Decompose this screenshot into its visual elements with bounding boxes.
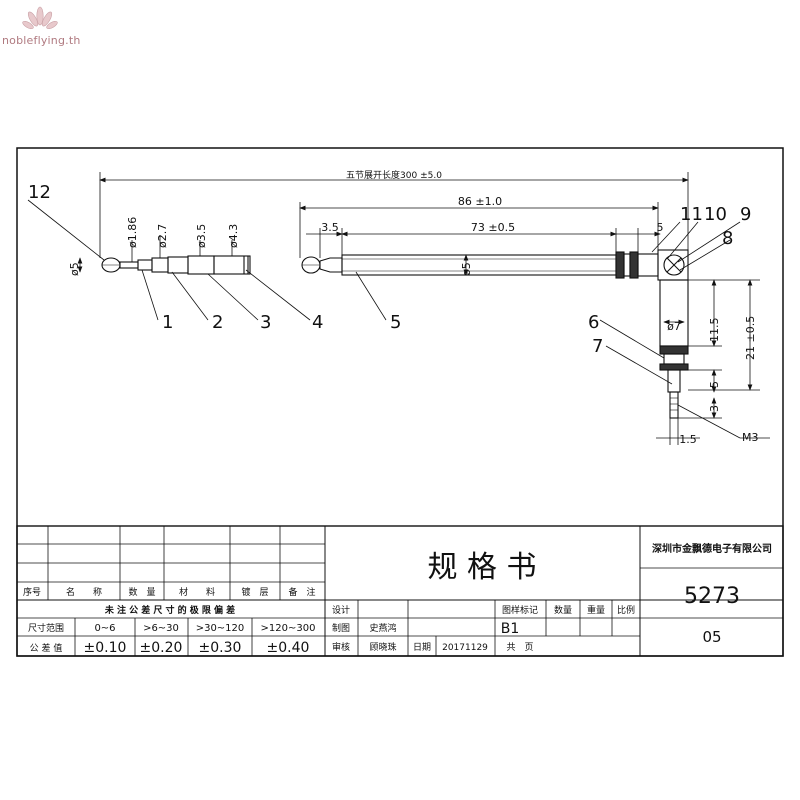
callout-7: 7 bbox=[592, 336, 603, 357]
antenna-collapsed-parts bbox=[101, 255, 251, 275]
tolerance-3: ±0.40 bbox=[267, 640, 310, 656]
callout-5: 5 bbox=[390, 312, 401, 333]
lotus-icon bbox=[22, 6, 58, 30]
antenna-tube bbox=[301, 249, 689, 281]
tolerance-title: 未 注 公 差 尺 寸 的 极 限 偏 差 bbox=[104, 604, 235, 616]
dia-5-left: ø5 bbox=[68, 262, 81, 276]
dim-1-5: 1.5 bbox=[679, 433, 697, 446]
role-draw: 制图 bbox=[332, 622, 350, 634]
part-number: 5273 bbox=[684, 584, 740, 609]
mark-header-weight: 重量 bbox=[587, 604, 605, 616]
dia-1-86: ø1.86 bbox=[126, 217, 139, 248]
callout-2: 2 bbox=[212, 312, 223, 333]
name-draw: 史燕鸿 bbox=[369, 622, 396, 634]
callout-11: 11 bbox=[680, 204, 703, 225]
role-check: 审核 bbox=[332, 641, 350, 653]
tolerance-1: ±0.20 bbox=[140, 640, 183, 656]
name-check: 顾晓珠 bbox=[369, 641, 396, 653]
callout-4: 4 bbox=[312, 312, 323, 333]
dim-3-5: 3.5 bbox=[321, 221, 339, 234]
thread-m3: M3 bbox=[742, 431, 759, 444]
dim-3: 3 bbox=[708, 405, 721, 412]
bom-header-material: 材 料 bbox=[179, 586, 215, 598]
dia-5-tube: ø5 bbox=[460, 262, 473, 276]
callout-3: 3 bbox=[260, 312, 271, 333]
dim-5-lower: 5 bbox=[708, 381, 721, 388]
overall-length-dim: 五节展开长度300 ±5.0 bbox=[346, 169, 442, 181]
callout-10: 10 bbox=[704, 204, 727, 225]
bom-header-no: 序号 bbox=[23, 586, 41, 598]
callout-8: 8 bbox=[722, 228, 733, 249]
dia-4-3: ø4.3 bbox=[227, 224, 240, 248]
date-label: 日期 bbox=[413, 642, 431, 653]
sheet-code: 05 bbox=[702, 628, 721, 646]
bom-header-remark: 备 注 bbox=[288, 586, 315, 598]
size-range-2: >30~120 bbox=[196, 623, 245, 634]
dim-11-5: 11.5 bbox=[708, 318, 721, 343]
callout-1: 1 bbox=[162, 312, 173, 333]
document-title: 规 格 书 bbox=[427, 550, 536, 585]
tolerance-2: ±0.30 bbox=[199, 640, 242, 656]
callout-12: 12 bbox=[28, 182, 51, 203]
title-block bbox=[16, 525, 784, 657]
dia-2-7: ø2.7 bbox=[156, 224, 169, 248]
watermark-text: nobleflying.th bbox=[2, 34, 81, 47]
role-design: 设计 bbox=[332, 604, 350, 616]
mark-header-sample: 图样标记 bbox=[502, 604, 538, 616]
size-range-0: 0~6 bbox=[94, 623, 115, 634]
swivel-base bbox=[659, 279, 689, 419]
mark-header-scale: 比例 bbox=[617, 604, 635, 616]
callout-9: 9 bbox=[740, 204, 751, 225]
dim-5-top: 5 bbox=[657, 221, 664, 234]
callout-6: 6 bbox=[588, 312, 599, 333]
dia-3-5: ø3.5 bbox=[195, 224, 208, 248]
date-value: 20171129 bbox=[442, 643, 488, 653]
tube-length-dim: 86 ±1.0 bbox=[458, 195, 502, 208]
dim-73: 73 ±0.5 bbox=[471, 221, 515, 234]
size-range-3: >120~300 bbox=[261, 623, 316, 634]
size-range-1: >6~30 bbox=[143, 623, 179, 634]
size-range-label: 尺寸范围 bbox=[28, 622, 64, 634]
mark-header-qty: 数量 bbox=[554, 604, 572, 616]
dia-7: ø7 bbox=[667, 320, 681, 333]
bom-header-name: 名 称 bbox=[66, 586, 102, 598]
mark-value: B1 bbox=[501, 621, 520, 637]
bom-header-plating: 镀 层 bbox=[241, 586, 268, 598]
tolerance-0: ±0.10 bbox=[84, 640, 127, 656]
total-pages: 共 页 bbox=[506, 642, 533, 653]
callout-leaders bbox=[27, 199, 741, 385]
tolerance-label: 公 差 值 bbox=[30, 642, 63, 654]
dim-21: 21 ±0.5 bbox=[744, 316, 757, 360]
company-name: 深圳市金飘德电子有限公司 bbox=[652, 542, 772, 555]
bom-header-qty: 数 量 bbox=[128, 586, 155, 598]
